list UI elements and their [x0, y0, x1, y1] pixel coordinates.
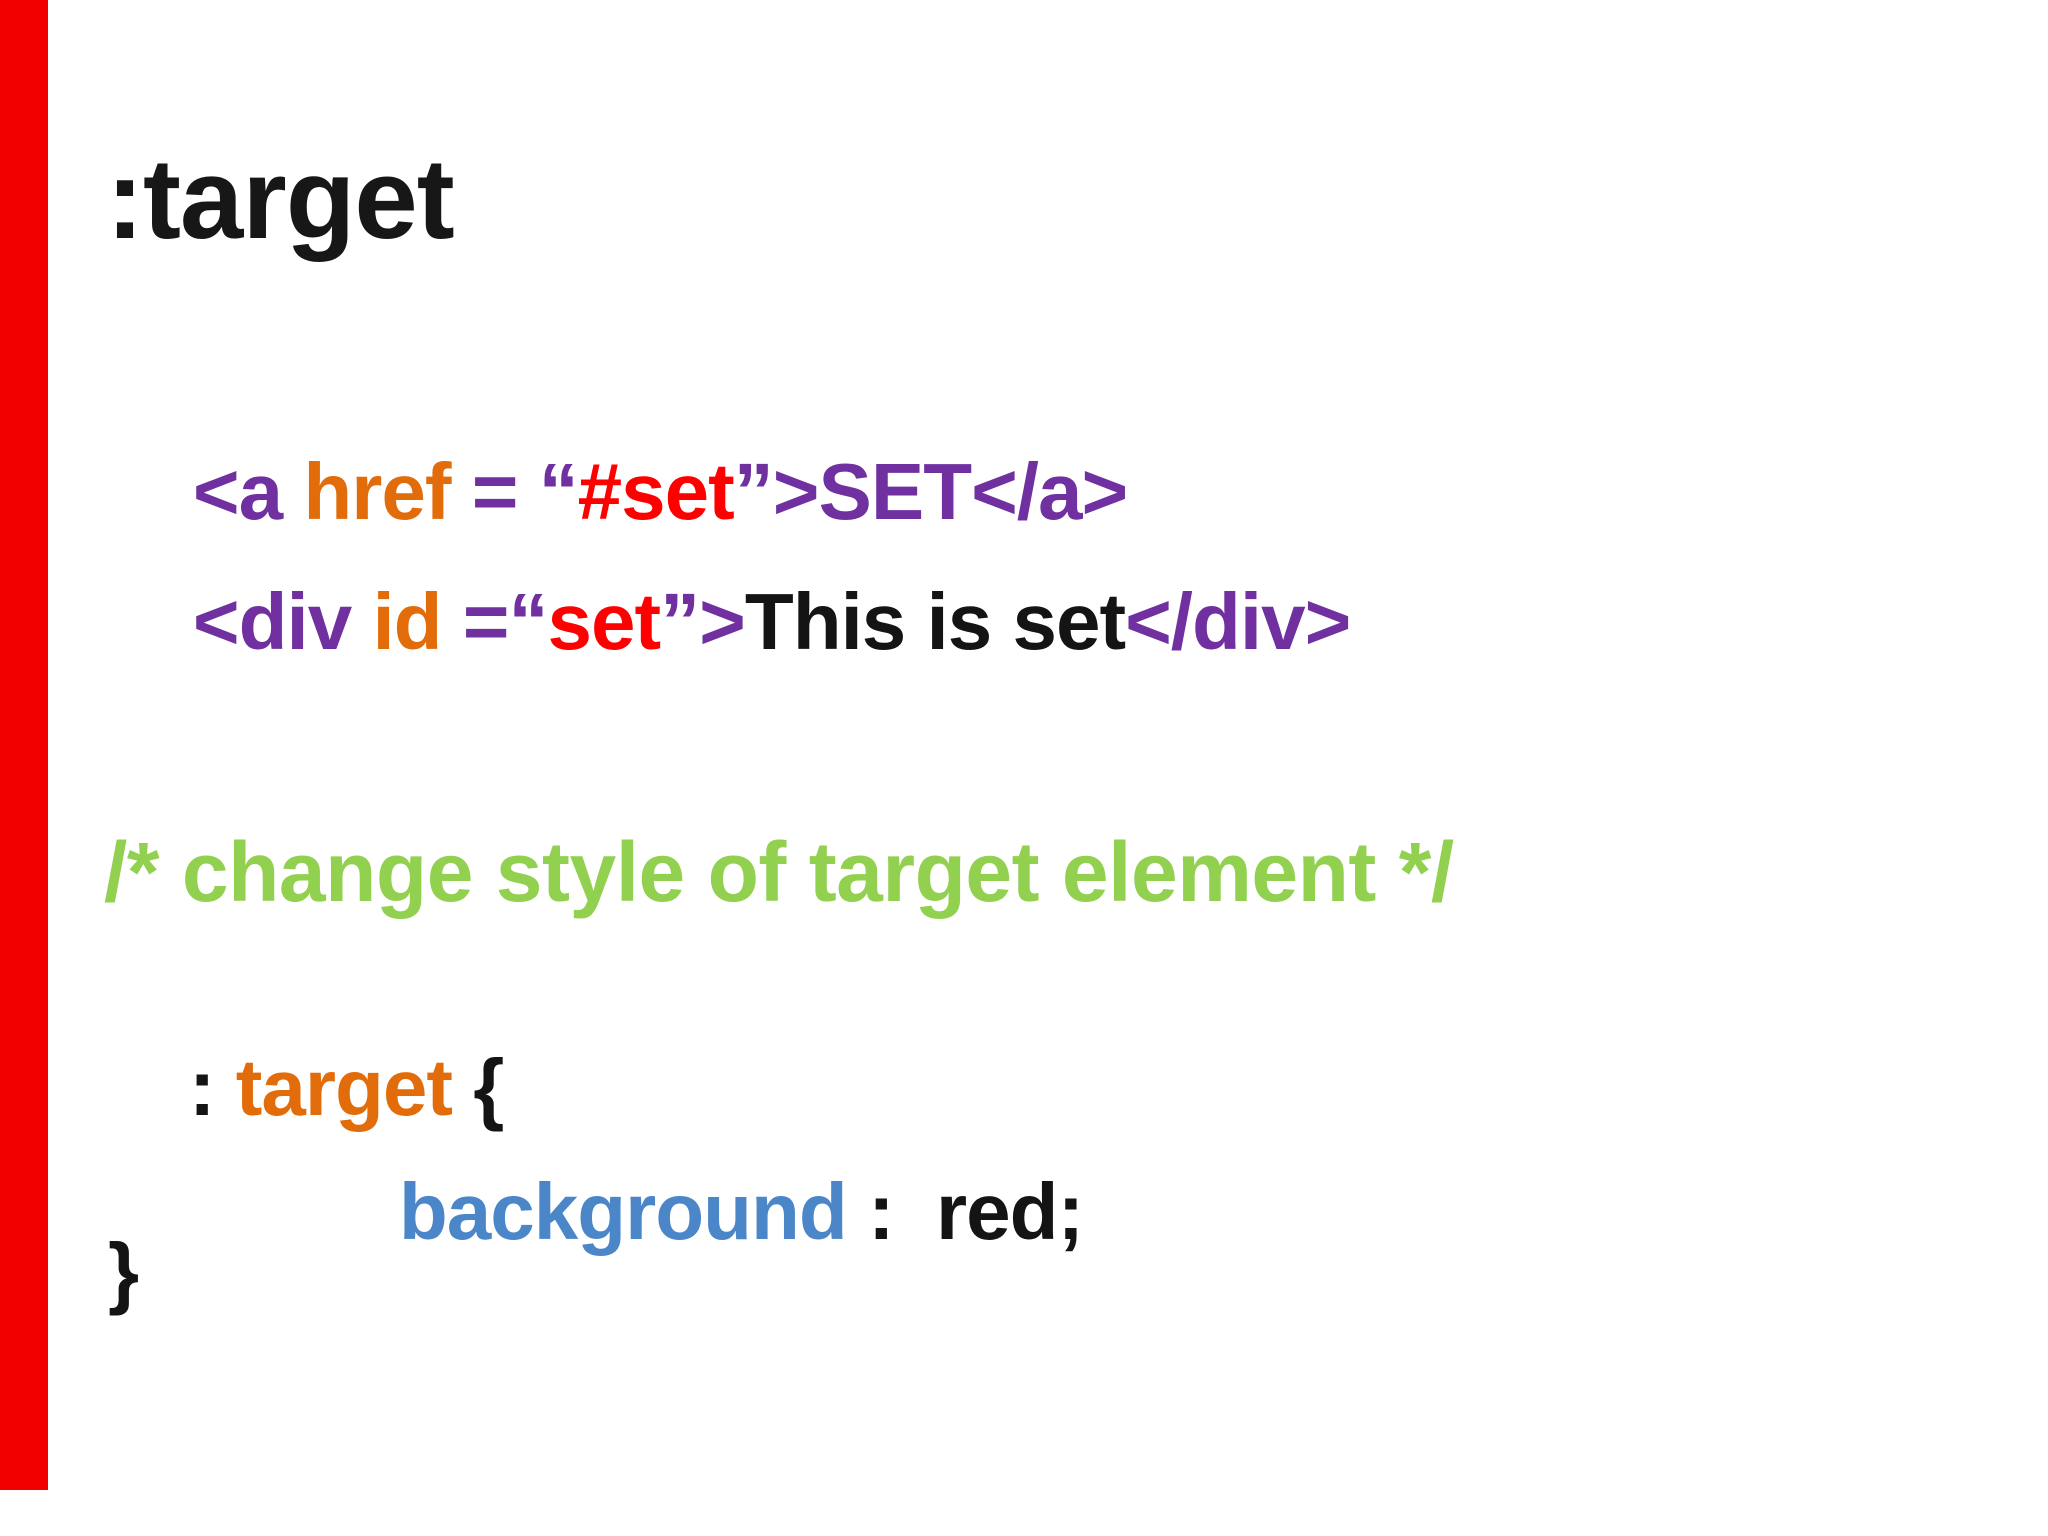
attr-value-token: set — [547, 577, 661, 666]
open-tag-token: <a — [192, 447, 304, 536]
html-anchor-line: <a href = “#set”>SET</a> — [108, 372, 1128, 612]
end-tag-token: </div> — [1125, 577, 1351, 666]
property-token: background — [398, 1167, 848, 1256]
close-tag-token: ”>SET</a> — [733, 447, 1128, 536]
tag-bracket-token: ”> — [660, 577, 746, 666]
colon-token: : — [188, 1043, 236, 1132]
attr-value-token: #set — [577, 447, 735, 536]
element-text-token: This is set — [744, 577, 1126, 666]
open-brace-token: { — [452, 1043, 504, 1132]
attr-name-token: id — [372, 577, 442, 666]
html-div-line: <div id =“set”>This is set</div> — [108, 502, 1351, 742]
pseudo-class-token: target — [235, 1043, 453, 1132]
open-tag-token: <div — [192, 577, 373, 666]
red-accent-bar — [0, 0, 48, 1490]
value-token: : red; — [846, 1167, 1084, 1256]
equals-quote-token: =“ — [441, 577, 549, 666]
attr-name-token: href — [303, 447, 451, 536]
equals-quote-token: = “ — [450, 447, 579, 536]
css-close-brace-line: } — [108, 1227, 139, 1316]
css-comment-line: /* change style of target element */ — [104, 825, 1454, 919]
css-declaration-line: background : red; — [314, 1092, 1084, 1332]
page-title: :target — [106, 136, 455, 263]
css-selector-line: : target { — [104, 968, 505, 1208]
